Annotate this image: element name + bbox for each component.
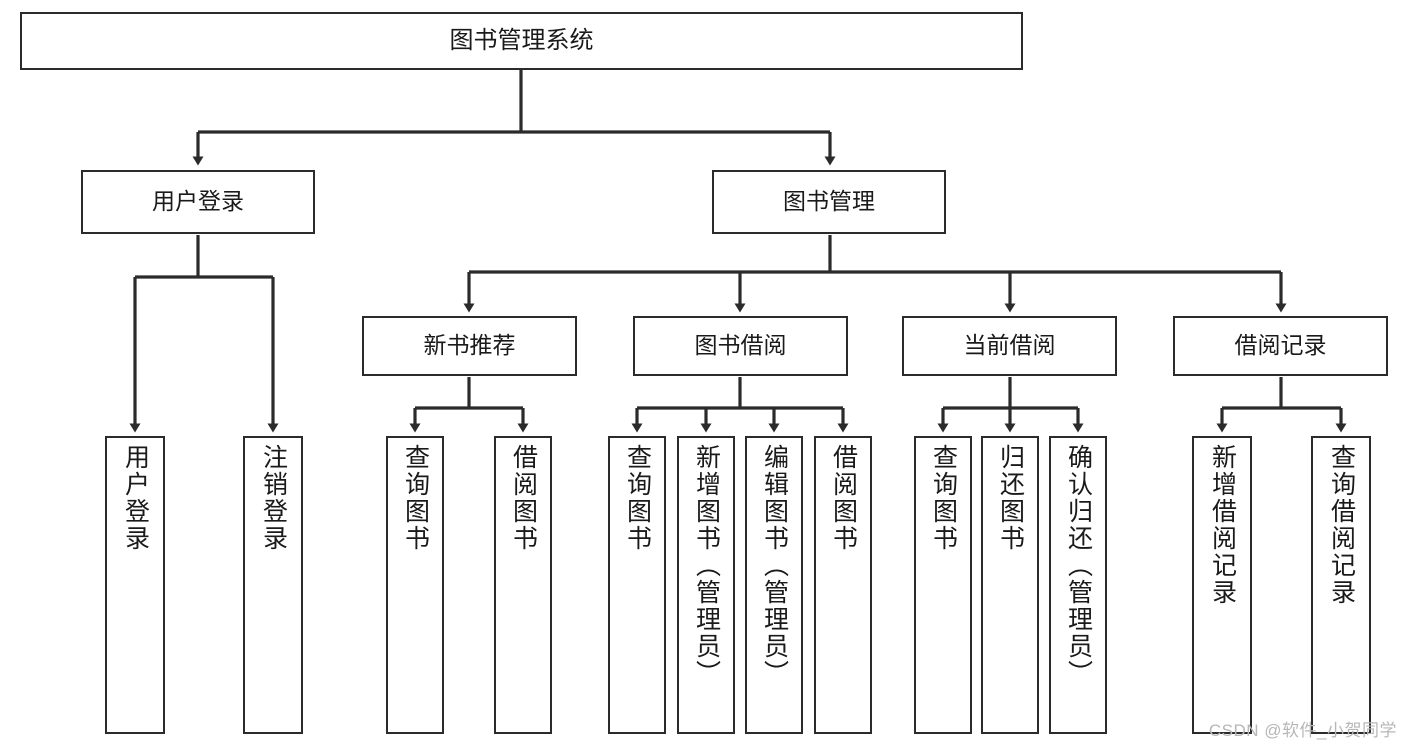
node-user-login[interactable]: 用户登录 [81,170,315,234]
node-leaf-borrow-book-1[interactable]: 借阅图书 [494,436,552,734]
node-book-borrow[interactable]: 图书借阅 [633,316,848,376]
node-leaf-logout-login[interactable]: 注销登录 [243,436,303,734]
node-leaf-query-book-2[interactable]: 查询图书 [608,436,666,734]
node-leaf-user-login-label: 用户登录 [121,444,150,552]
node-leaf-user-login[interactable]: 用户登录 [105,436,165,734]
node-book-borrow-label: 图书借阅 [694,332,787,359]
node-leaf-query-record[interactable]: 查询借阅记录 [1311,436,1371,734]
node-leaf-borrow-book-2-label: 借阅图书 [829,444,858,552]
node-root[interactable]: 图书管理系统 [20,12,1023,70]
node-book-manage[interactable]: 图书管理 [712,170,946,234]
node-leaf-query-record-label: 查询借阅记录 [1327,444,1356,606]
node-leaf-edit-book[interactable]: 编辑图书（管理员） [745,436,803,734]
node-borrow-record[interactable]: 借阅记录 [1173,316,1388,376]
node-leaf-query-book-1[interactable]: 查询图书 [386,436,444,734]
node-current-borrow[interactable]: 当前借阅 [902,316,1117,376]
node-new-book-recommend[interactable]: 新书推荐 [362,316,577,376]
node-leaf-logout-login-label: 注销登录 [259,444,288,552]
node-leaf-query-book-3[interactable]: 查询图书 [914,436,972,734]
node-leaf-confirm-return-label: 确认归还（管理员） [1064,444,1093,687]
node-leaf-add-book[interactable]: 新增图书（管理员） [677,436,735,734]
node-leaf-return-book[interactable]: 归还图书 [981,436,1039,734]
node-leaf-query-book-1-label: 查询图书 [401,444,430,552]
node-leaf-add-record-label: 新增借阅记录 [1208,444,1237,606]
node-borrow-record-label: 借阅记录 [1234,332,1327,359]
node-book-manage-label: 图书管理 [783,188,875,215]
node-user-login-label: 用户登录 [152,188,244,215]
node-root-label: 图书管理系统 [449,26,594,54]
node-leaf-return-book-label: 归还图书 [996,444,1025,552]
node-current-borrow-label: 当前借阅 [963,332,1056,359]
node-leaf-add-record[interactable]: 新增借阅记录 [1192,436,1252,734]
node-leaf-query-book-3-label: 查询图书 [929,444,958,552]
node-leaf-edit-book-label: 编辑图书（管理员） [760,444,789,687]
node-leaf-borrow-book-1-label: 借阅图书 [509,444,538,552]
node-leaf-query-book-2-label: 查询图书 [623,444,652,552]
watermark: CSDN @软件_小贺同学 [1208,721,1397,740]
node-new-book-recommend-label: 新书推荐 [423,332,516,359]
node-leaf-add-book-label: 新增图书（管理员） [692,444,721,687]
node-leaf-confirm-return[interactable]: 确认归还（管理员） [1049,436,1107,734]
node-leaf-borrow-book-2[interactable]: 借阅图书 [814,436,872,734]
